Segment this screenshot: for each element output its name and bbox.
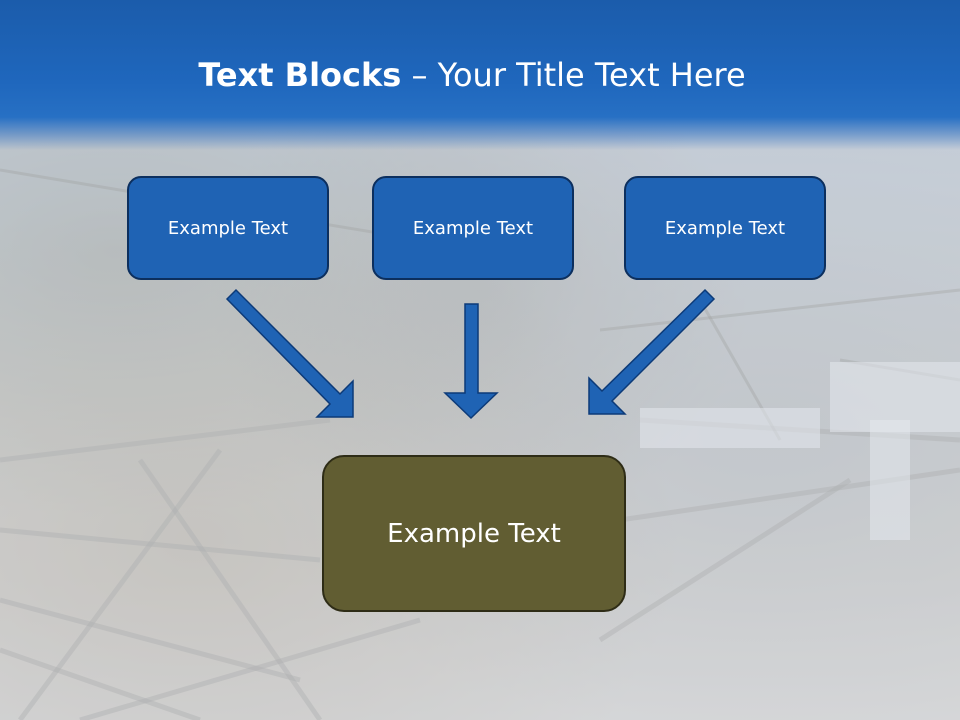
text-block-2: Example Text — [372, 176, 574, 280]
text-block-1-label: Example Text — [167, 217, 289, 239]
text-block-3: Example Text — [624, 176, 826, 280]
arrow-right — [588, 288, 716, 415]
main-text-block: Example Text — [322, 455, 626, 612]
title-band — [0, 0, 960, 150]
arrow-left — [225, 288, 354, 418]
slide-title: Text Blocks – Your Title Text Here — [0, 52, 944, 98]
title-dash: – — [401, 56, 438, 94]
title-rest-part: Your Title Text Here — [437, 56, 746, 94]
arrow-center — [443, 303, 499, 420]
main-text-block-label: Example Text — [387, 518, 561, 549]
text-block-2-label: Example Text — [412, 217, 534, 239]
title-bold-part: Text Blocks — [198, 56, 402, 94]
text-block-3-label: Example Text — [664, 217, 786, 239]
text-block-1: Example Text — [127, 176, 329, 280]
